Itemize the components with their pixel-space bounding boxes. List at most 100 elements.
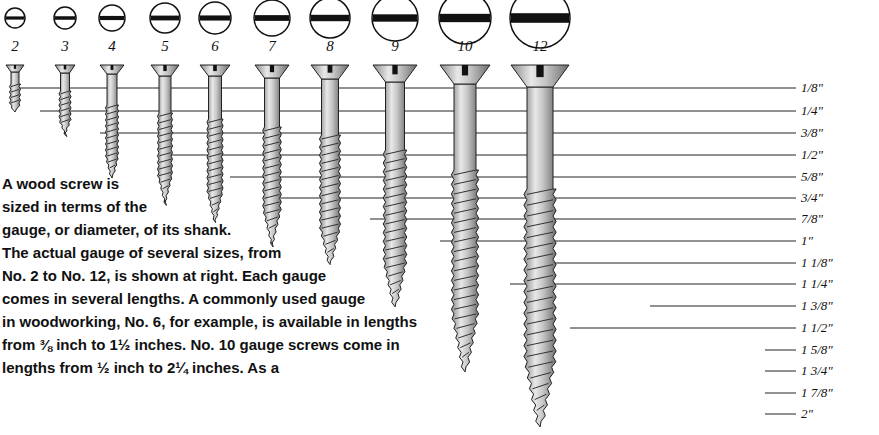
thread <box>265 150 280 154</box>
slot <box>111 65 114 70</box>
thread <box>159 146 171 149</box>
length-label: 2" <box>801 406 813 422</box>
thread <box>159 159 171 162</box>
leader-line <box>650 306 796 307</box>
thread <box>209 126 222 129</box>
wood-screw <box>373 65 417 307</box>
thread <box>61 97 70 100</box>
thread <box>267 217 278 221</box>
thread <box>209 147 222 150</box>
thread <box>323 232 337 236</box>
thread <box>454 218 476 223</box>
thread <box>61 108 70 111</box>
head-top-view <box>5 8 25 28</box>
thread <box>527 297 553 302</box>
head-top-view <box>439 0 491 44</box>
slot <box>151 16 179 21</box>
thread <box>107 147 117 150</box>
thread <box>265 157 280 161</box>
head-top-view <box>310 0 350 38</box>
screw-shank <box>524 87 556 427</box>
thread <box>322 176 339 180</box>
thread <box>159 139 171 142</box>
thread <box>210 195 221 198</box>
leader-line <box>765 371 796 372</box>
thread <box>265 135 280 139</box>
wood-screw <box>6 65 24 112</box>
length-label: 1 1/8" <box>801 255 833 271</box>
slot <box>255 15 289 21</box>
thread <box>265 195 280 199</box>
thread <box>108 159 117 162</box>
screw-shank <box>59 73 71 137</box>
gauge-number: 3 <box>61 38 69 55</box>
gauge-number: 10 <box>458 38 473 55</box>
thread <box>527 232 553 237</box>
thread <box>327 248 333 252</box>
thread <box>527 254 553 259</box>
description-text: A wood screw is sized in terms of the ga… <box>2 175 417 376</box>
thread <box>209 140 222 143</box>
thread <box>107 117 117 120</box>
slot <box>462 65 468 75</box>
slot <box>328 65 333 73</box>
screw-head <box>511 65 569 87</box>
thread <box>107 135 117 138</box>
thread <box>386 159 405 163</box>
thread <box>322 192 339 196</box>
head-top-view <box>199 2 231 34</box>
leader-line <box>765 414 796 415</box>
length-label: 1/2" <box>801 147 823 163</box>
thread <box>527 340 553 345</box>
gauge-number: 12 <box>533 38 548 55</box>
thread <box>388 272 402 276</box>
thread <box>107 111 117 114</box>
screw-head <box>55 65 75 73</box>
thread <box>209 160 222 163</box>
thread <box>269 225 276 229</box>
screw-shank <box>451 84 478 372</box>
thread <box>527 308 553 313</box>
head-top-view <box>372 0 418 41</box>
thread <box>454 276 476 281</box>
slot <box>270 65 274 72</box>
length-label: 3/8" <box>801 125 823 141</box>
screw-head <box>373 65 417 82</box>
thread <box>527 265 553 270</box>
slot <box>64 65 67 69</box>
thread <box>11 89 19 92</box>
thread <box>265 187 280 191</box>
thread <box>386 202 405 206</box>
thread <box>265 202 280 206</box>
gauge-number: 2 <box>11 38 19 55</box>
thread <box>322 167 339 171</box>
screw-shank <box>158 76 173 205</box>
wood-screw <box>440 65 490 372</box>
thread <box>265 127 280 131</box>
length-label: 1 1/2" <box>801 320 833 336</box>
thread <box>107 153 117 156</box>
thread <box>11 95 19 98</box>
screw-shank <box>106 74 119 178</box>
thread <box>386 220 405 224</box>
thread <box>11 84 19 87</box>
thread <box>322 151 339 155</box>
thread <box>159 133 171 136</box>
thread <box>527 243 553 248</box>
thread <box>209 119 222 122</box>
leader-line <box>230 177 796 178</box>
thread <box>527 286 553 291</box>
thread <box>159 126 171 129</box>
slot <box>200 15 230 20</box>
thread <box>162 186 168 189</box>
thread <box>322 143 339 147</box>
screw-head <box>151 65 179 76</box>
screw-head <box>440 65 490 84</box>
screw-heads <box>5 0 570 48</box>
thread <box>527 319 553 324</box>
thread <box>107 105 117 108</box>
gauge-number: 8 <box>326 38 334 55</box>
thread <box>535 394 547 399</box>
slot <box>373 14 417 21</box>
length-label: 1 1/4" <box>801 276 833 292</box>
